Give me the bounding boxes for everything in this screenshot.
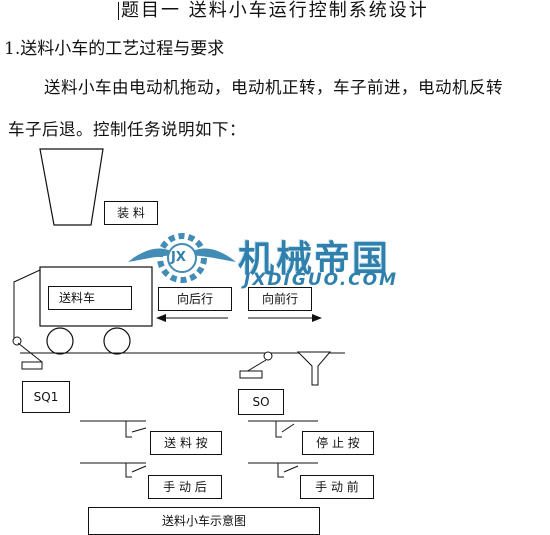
sq1-lever xyxy=(17,342,43,363)
back-contact xyxy=(125,463,147,478)
send-contact xyxy=(125,421,147,438)
document-title-text: 题目一 送料小车运行控制系统设计 xyxy=(121,0,429,21)
stop-contact xyxy=(275,421,295,438)
discharge-funnel xyxy=(296,351,332,386)
cart-wheel-left xyxy=(46,327,74,355)
manual-forward-label: 手 动 前 xyxy=(300,475,374,499)
cart-cable xyxy=(13,269,41,340)
stop-button-label: 停 止 按 xyxy=(302,431,374,455)
paragraph-line-2: 车子后退。控制任务说明如下： xyxy=(8,120,246,139)
hopper xyxy=(39,148,104,226)
forward-arrowhead xyxy=(312,314,322,322)
so-roller xyxy=(263,351,273,361)
watermark-en: JXDIGUO.COM xyxy=(244,270,399,290)
fwd-contact xyxy=(277,463,299,478)
send-button-label: 送 料 按 xyxy=(150,431,222,455)
section-heading: 1.送料小车的工艺过程与要求 xyxy=(4,39,225,59)
watermark-cn: 机械帝国 xyxy=(238,239,391,280)
sq1-body xyxy=(21,361,43,370)
sq1-label: SQ1 xyxy=(22,381,70,413)
diagram-caption: 送料小车示意图 xyxy=(88,507,320,535)
hopper-label: 装 料 xyxy=(104,201,158,225)
cart-wheel-right xyxy=(103,327,131,355)
cable-pulley xyxy=(12,336,22,346)
so-lever xyxy=(245,359,267,373)
so-body xyxy=(239,370,263,379)
watermark-logo-text: JX xyxy=(171,250,186,265)
document-title: 题目一 送料小车运行控制系统设计 xyxy=(118,0,429,22)
cart-label: 送料车 xyxy=(48,286,132,310)
backward-arrowhead xyxy=(156,314,166,322)
so-label: SO xyxy=(238,389,284,415)
forward-label: 向前行 xyxy=(248,287,312,311)
backward-label: 向后行 xyxy=(158,287,232,311)
paragraph-line-1: 送料小车由电动机拖动，电动机正转，车子前进，电动机反转 xyxy=(44,78,503,97)
manual-back-label: 手 动 后 xyxy=(148,475,222,499)
watermark-logo xyxy=(128,233,236,283)
